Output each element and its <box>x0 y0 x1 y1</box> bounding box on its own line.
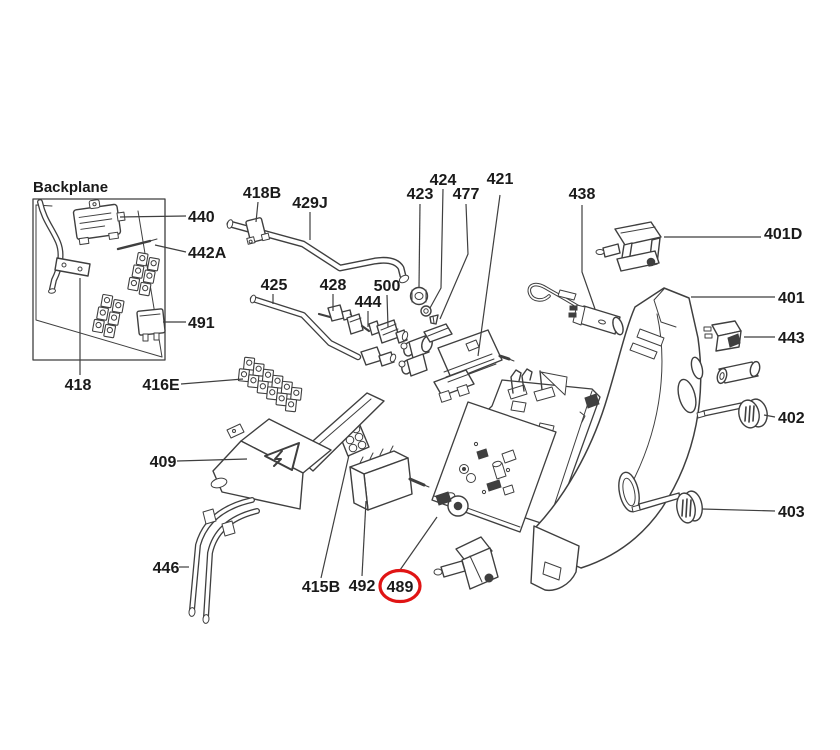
part-500-valve-piece <box>368 319 409 344</box>
part-label-402: 402 <box>778 410 805 427</box>
part-label-446: 446 <box>153 560 180 577</box>
leader-423 <box>418 203 421 288</box>
leader-424 <box>429 188 444 309</box>
backplane-pipe-418 <box>37 199 91 294</box>
plate-brace <box>533 370 568 402</box>
leader-418B <box>255 201 259 223</box>
part-label-423: 423 <box>407 186 434 203</box>
leader-489 <box>399 516 438 571</box>
part-402-spacer <box>716 360 761 385</box>
part-442A-rod <box>116 238 158 251</box>
part-491-relay <box>136 308 166 342</box>
part-labels: Backplane 440 442A 491 418 416E 418B 429… <box>33 171 805 604</box>
part-label-415B: 415B <box>302 579 340 596</box>
leader-402 <box>763 414 776 418</box>
part-440-relay <box>72 199 126 246</box>
part-label-442A: 442A <box>188 245 227 262</box>
leader-409 <box>176 458 248 462</box>
leader-421 <box>477 194 501 357</box>
part-label-489: 489 <box>387 579 414 596</box>
highlight-circle-489 <box>378 568 422 604</box>
backplane-terminal-block-a <box>127 251 160 297</box>
part-label-477: 477 <box>453 186 480 203</box>
part-label-425: 425 <box>261 277 288 294</box>
part-label-416E: 416E <box>142 377 180 394</box>
part-label-421: 421 <box>487 171 514 188</box>
leader-477 <box>439 203 469 320</box>
part-label-401: 401 <box>778 290 805 307</box>
leader-438 <box>581 205 596 310</box>
part-403-shaft-knob <box>631 490 703 524</box>
part-446-cables <box>188 497 260 624</box>
part-label-409: 409 <box>150 454 177 471</box>
part-409-cover <box>210 392 385 510</box>
leader-415B <box>320 454 350 579</box>
lower-mounting-bracket <box>433 536 499 590</box>
part-label-403: 403 <box>778 504 805 521</box>
leader-403 <box>701 508 776 512</box>
warning-triangle-icon <box>264 442 300 471</box>
part-label-418: 418 <box>65 377 92 394</box>
part-489-pcb <box>431 401 557 533</box>
part-424-ring <box>420 305 432 317</box>
part-425-pipe <box>249 294 397 367</box>
part-418B-clamp <box>245 217 271 245</box>
part-492-box <box>349 445 430 511</box>
part-477-clip <box>429 314 439 325</box>
part-label-440: 440 <box>188 209 215 226</box>
part-label-443: 443 <box>778 330 805 347</box>
part-428-fitting <box>317 304 357 322</box>
leader-442A <box>154 244 187 253</box>
part-label-491: 491 <box>188 315 215 332</box>
leader-416E <box>180 378 244 385</box>
part-label-424: 424 <box>430 172 457 189</box>
backplane-terminal-block-b <box>91 293 125 339</box>
part-402-shaft-knob <box>696 398 768 429</box>
plate-clips <box>507 368 533 400</box>
part-443-switch <box>703 320 742 352</box>
part-416E-terminal-strip <box>237 356 303 413</box>
part-429J-pipe <box>226 219 410 284</box>
part-label-444: 444 <box>355 294 382 311</box>
backplane-title: Backplane <box>33 179 108 196</box>
part-label-438: 438 <box>569 186 596 203</box>
part-label-429J: 429J <box>292 195 328 212</box>
leader-lines <box>79 188 776 579</box>
part-438-igniter-cable <box>527 282 624 336</box>
leader-500 <box>386 294 389 328</box>
part-423-nut <box>409 286 429 306</box>
leader-440 <box>119 215 187 218</box>
part-label-418B: 418B <box>243 185 281 202</box>
backplane-inset <box>32 198 166 361</box>
part-label-500: 500 <box>374 278 401 295</box>
part-421-valve-assembly <box>398 323 515 403</box>
part-label-401D: 401D <box>764 226 802 243</box>
leader-492 <box>361 500 367 577</box>
part-label-428: 428 <box>320 277 347 294</box>
part-label-492: 492 <box>349 578 376 595</box>
part-444-fitting <box>346 313 371 335</box>
part-401D-bracket <box>595 221 662 272</box>
